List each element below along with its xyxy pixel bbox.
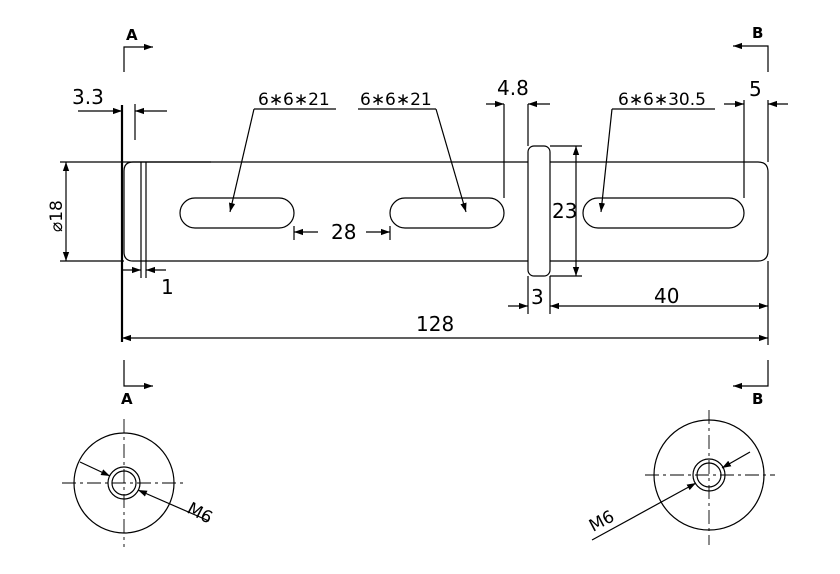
end-view-b [591, 410, 775, 545]
dim-diameter-label: ⌀18 [47, 200, 67, 232]
dim-1 [122, 261, 166, 278]
dim-128-label: 128 [416, 312, 454, 336]
keyway-3 [582, 197, 745, 229]
end-view-a [62, 419, 210, 547]
section-marker-a-bottom [123, 360, 153, 390]
keyway-2-callout: 6∗6∗21 [360, 90, 432, 110]
dim-5-label: 5 [749, 77, 762, 101]
keyway-1 [179, 197, 295, 229]
dim-40-label: 40 [654, 284, 679, 308]
section-marker-b-bottom [733, 360, 769, 390]
keyway-1-leader [228, 108, 336, 213]
shaft-body [120, 105, 769, 342]
section-label-b-bottom: B [752, 390, 763, 408]
keyway-3-callout: 6∗6∗30.5 [618, 90, 706, 110]
dim-3.3-label: 3.3 [72, 85, 104, 109]
keyway-2 [389, 197, 505, 229]
keyway-2-leader [358, 108, 467, 213]
section-label-b-top: B [752, 24, 763, 42]
section-label-a-top: A [126, 26, 138, 44]
dim-3-label: 3 [531, 285, 544, 309]
dim-128 [122, 314, 769, 345]
dim-4.8-label: 4.8 [497, 76, 529, 100]
dim-4.8 [486, 100, 550, 198]
thread-label-left: M6 [184, 499, 216, 529]
dim-3-and-40 [508, 261, 769, 314]
dim-1-label: 1 [161, 275, 174, 299]
dim-5 [724, 100, 788, 198]
dim-diameter-18 [60, 161, 124, 262]
dim-3.3 [78, 104, 167, 140]
keyway-3-leader [598, 108, 715, 213]
dim-collar-23 [550, 145, 582, 277]
section-marker-b-top [733, 42, 769, 72]
dim-28-label: 28 [331, 220, 356, 244]
section-marker-a-top [123, 43, 153, 72]
thread-label-right: M6 [586, 507, 618, 537]
dim-28 [293, 226, 391, 240]
dim-collar-23-label: 23 [552, 199, 577, 223]
section-label-a-bottom: A [121, 390, 133, 408]
keyway-1-callout: 6∗6∗21 [258, 90, 330, 110]
